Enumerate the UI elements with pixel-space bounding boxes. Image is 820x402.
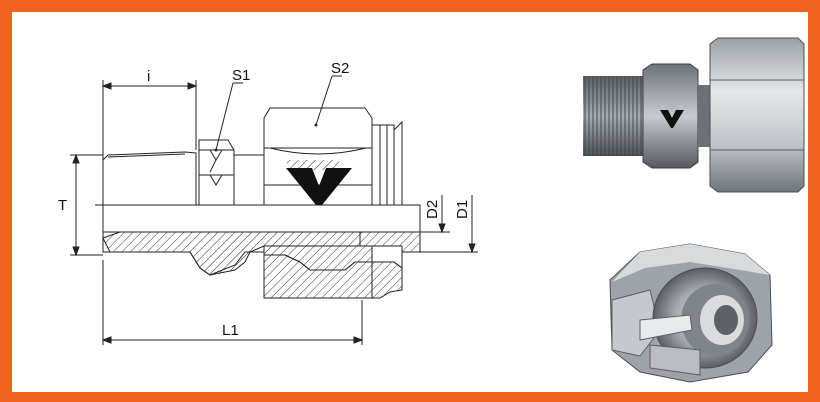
dim-label-l1: L1 [222,322,239,339]
dim-label-d1: D1 [454,200,471,219]
dim-label-t: T [58,197,67,214]
nut-cutaway-photo-icon [609,243,773,383]
dim-label-s2: S2 [331,60,349,77]
fitting-photo-icon [583,37,805,193]
dim-label-d2: D2 [424,200,441,219]
v-logo-icon [286,168,352,205]
dim-label-i: i [147,68,150,85]
dimension-lines [70,75,478,345]
dim-label-s1: S1 [232,67,250,84]
section-drawing [102,107,421,299]
